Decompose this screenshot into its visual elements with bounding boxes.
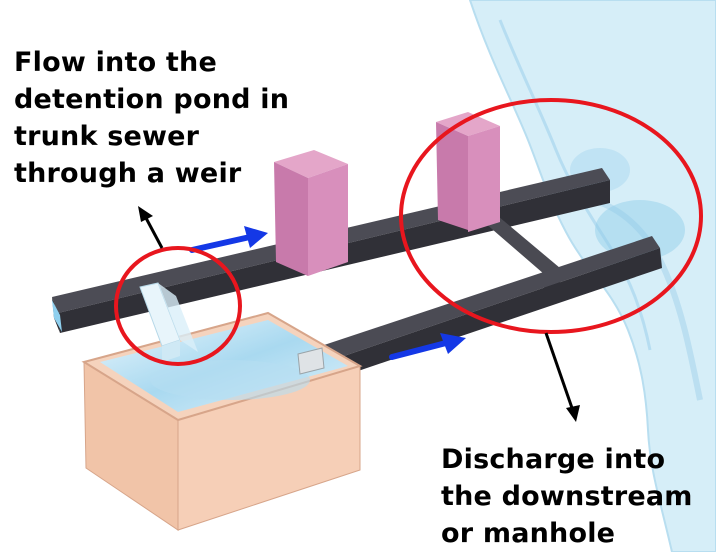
discharge-caption: Discharge into the downstream or manhole	[441, 441, 693, 552]
inflow-caption-line: Flow into the	[14, 47, 217, 78]
discharge-caption-line: or manhole	[441, 518, 616, 549]
highlight-circle-weir	[114, 246, 242, 366]
inflow-caption-line: trunk sewer	[14, 121, 200, 152]
discharge-caption-line: Discharge into	[441, 444, 666, 475]
flow-arrow-bottom	[389, 333, 466, 360]
weir-channel	[139, 282, 198, 362]
highlight-circle-discharge	[399, 98, 703, 334]
manhole-left	[274, 150, 348, 276]
manhole-right	[436, 112, 500, 232]
pointer-arrow-weir	[138, 206, 164, 249]
detention-pond	[81, 311, 363, 531]
inflow-caption-line: through a weir	[14, 158, 242, 189]
flow-arrow-top	[189, 226, 268, 253]
discharge-caption-line: the downstream	[441, 481, 693, 512]
inflow-caption: Flow into the detention pond in trunk se…	[14, 44, 289, 192]
pointer-arrow-discharge	[544, 332, 580, 422]
inflow-caption-line: detention pond in	[14, 84, 290, 115]
